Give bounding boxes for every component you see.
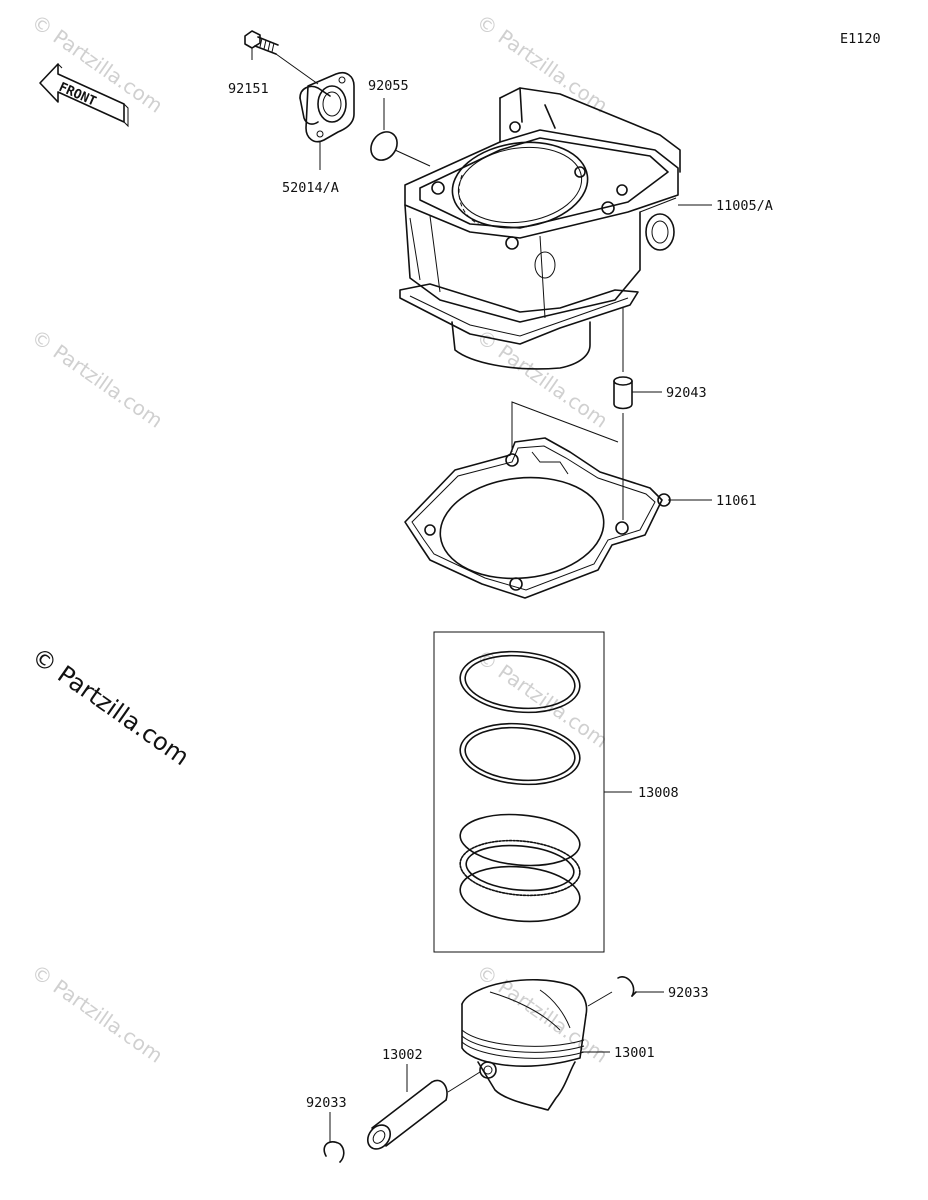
piston-13001 — [461, 979, 588, 1111]
thermostat-cover-52014a — [299, 71, 355, 143]
cylinder-gasket-11061 — [404, 437, 671, 599]
part-number-label: 13001 — [614, 1045, 655, 1061]
watermark: © Partzilla.com — [27, 324, 167, 432]
cylinder-11005a — [399, 87, 681, 370]
piston-ring-set-13008 — [459, 650, 581, 923]
part-number-label: 13002 — [382, 1047, 423, 1063]
part-number-label: 11061 — [716, 493, 757, 509]
o-ring-92055 — [370, 131, 398, 161]
part-number-label: 13008 — [638, 785, 679, 801]
part-number-label: 92033 — [306, 1095, 347, 1111]
watermark: © Partzilla.com — [472, 324, 612, 432]
watermark: © Partzilla.com — [27, 959, 167, 1067]
copyright-text: © Partzilla.com — [27, 642, 195, 771]
circlip-92033-right — [617, 976, 637, 997]
part-number-label: 52014/A — [282, 180, 339, 196]
diagram-code: E1120 — [840, 31, 881, 47]
watermark: © Partzilla.com — [472, 644, 612, 752]
part-number-label: 11005/A — [716, 198, 773, 214]
part-number-label: 92043 — [666, 385, 707, 401]
bolt-92151 — [244, 30, 279, 55]
part-number-label: 92033 — [668, 985, 709, 1001]
piston-pin-13002 — [366, 1079, 448, 1150]
watermark: © Partzilla.com — [472, 9, 612, 117]
part-number-label: 92055 — [368, 78, 409, 94]
front-label: FRONT — [56, 80, 98, 110]
part-number-label: 92151 — [228, 81, 269, 97]
watermark: © Partzilla.com — [472, 959, 612, 1067]
circlip-92033-left — [323, 1141, 345, 1163]
watermark: © Partzilla.com — [27, 9, 167, 117]
dowel-pin-92043 — [613, 376, 633, 410]
